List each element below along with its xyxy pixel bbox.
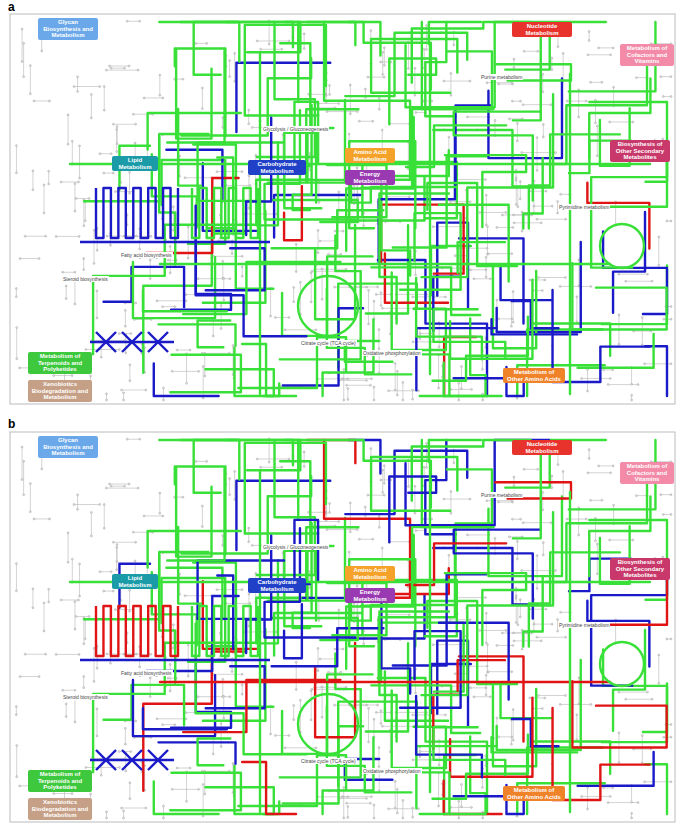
pathway-label: Steroid biosynthesis [62, 276, 109, 282]
metabolic-map [10, 432, 675, 822]
panel-frame [10, 14, 675, 404]
active-pathways [70, 440, 667, 814]
inactive-pathways [15, 438, 672, 819]
pathway-label: Glycolysis / Gluconeogenesis [262, 126, 329, 132]
category-label: Lipid Metabolism [115, 157, 155, 170]
pathway-label: Purine metabolism [480, 74, 523, 80]
category-label: Glycan Biosynthesis and Metabolism [41, 437, 95, 457]
category-box: Metabolism of Terpenoids and Polyketides [28, 770, 92, 792]
category-label: Energy Metabolism [348, 171, 392, 184]
category-box: Carbohydrate Metabolism [248, 160, 306, 175]
category-label: Amino Acid Metabolism [348, 567, 392, 580]
category-label: Biosynthesis of Other Secondary Metaboli… [613, 559, 667, 579]
category-box: Glycan Biosynthesis and Metabolism [38, 18, 98, 40]
panel-frame [10, 432, 675, 822]
category-label: Carbohydrate Metabolism [251, 161, 303, 174]
pathway-label: Steroid biosynthesis [62, 694, 109, 700]
panel-letter: a [8, 0, 15, 14]
cycle-ring [298, 276, 358, 336]
category-box: Nucleotide Metabolism [512, 22, 572, 37]
category-box: Metabolism of Terpenoids and Polyketides [28, 352, 92, 374]
category-box: Amino Acid Metabolism [345, 566, 395, 581]
category-box: Lipid Metabolism [112, 156, 158, 171]
category-label: Amino Acid Metabolism [348, 149, 392, 162]
cycle-ring [600, 224, 644, 268]
inactive-pathways [15, 20, 672, 401]
category-label: Xenobiotics Biodegradation and Metabolis… [31, 381, 89, 401]
category-box: Energy Metabolism [345, 170, 395, 185]
category-box: Lipid Metabolism [112, 574, 158, 589]
pathway-label: Pyrimidine metabolism [558, 204, 610, 210]
category-label: Metabolism of Other Amino Acids [506, 787, 562, 800]
category-box: Xenobiotics Biodegradation and Metabolis… [28, 798, 92, 820]
category-box: Biosynthesis of Other Secondary Metaboli… [610, 140, 670, 162]
category-label: Metabolism of Terpenoids and Polyketides [31, 771, 89, 791]
category-box: Glycan Biosynthesis and Metabolism [38, 436, 98, 458]
fatty-acid-cycle [96, 188, 178, 238]
fatty-acid-cycle [96, 606, 178, 656]
pathway-label: Pyrimidine metabolism [558, 622, 610, 628]
category-label: Biosynthesis of Other Secondary Metaboli… [613, 141, 667, 161]
pathway-label: Glycolysis / Gluconeogenesis [262, 544, 329, 550]
category-box: Amino Acid Metabolism [345, 148, 395, 163]
category-label: Carbohydrate Metabolism [251, 579, 303, 592]
category-label: Metabolism of Other Amino Acids [506, 369, 562, 382]
category-box: Energy Metabolism [345, 588, 395, 603]
pathway-label: Purine metabolism [480, 492, 523, 498]
active-pathways [70, 22, 667, 396]
category-box: Nucleotide Metabolism [512, 440, 572, 455]
pathway-label: Oxidative phosphorylation [362, 350, 422, 356]
pathway-label: Fatty acid biosynthesis [120, 252, 173, 258]
category-label: Metabolism of Terpenoids and Polyketides [31, 353, 89, 373]
category-box: Metabolism of Cofactors and Vitamins [620, 44, 674, 66]
category-label: Lipid Metabolism [115, 575, 155, 588]
category-box: Carbohydrate Metabolism [248, 578, 306, 593]
pathway-label: Oxidative phosphorylation [362, 768, 422, 774]
category-label: Glycan Biosynthesis and Metabolism [41, 19, 95, 39]
pathway-label: Citrate cycle (TCA cycle) [300, 340, 357, 346]
cycle-ring [600, 642, 644, 686]
category-label: Nucleotide Metabolism [515, 23, 569, 36]
category-label: Xenobiotics Biodegradation and Metabolis… [31, 799, 89, 819]
pathway-label: Fatty acid biosynthesis [120, 670, 173, 676]
category-label: Metabolism of Cofactors and Vitamins [623, 463, 671, 483]
panel-letter: b [8, 417, 15, 431]
category-box: Metabolism of Cofactors and Vitamins [620, 462, 674, 484]
category-box: Biosynthesis of Other Secondary Metaboli… [610, 558, 670, 580]
pathway-label: Citrate cycle (TCA cycle) [300, 758, 357, 764]
category-label: Nucleotide Metabolism [515, 441, 569, 454]
category-box: Metabolism of Other Amino Acids [503, 786, 565, 801]
fatty-acid-cycle [192, 188, 258, 238]
fatty-acid-cycle [192, 606, 258, 656]
category-box: Xenobiotics Biodegradation and Metabolis… [28, 380, 92, 402]
cycle-ring [298, 694, 358, 754]
cross-links [90, 332, 174, 352]
cross-links [90, 750, 174, 770]
category-box: Metabolism of Other Amino Acids [503, 368, 565, 383]
metabolic-map [10, 14, 675, 404]
category-label: Energy Metabolism [348, 589, 392, 602]
category-label: Metabolism of Cofactors and Vitamins [623, 45, 671, 65]
